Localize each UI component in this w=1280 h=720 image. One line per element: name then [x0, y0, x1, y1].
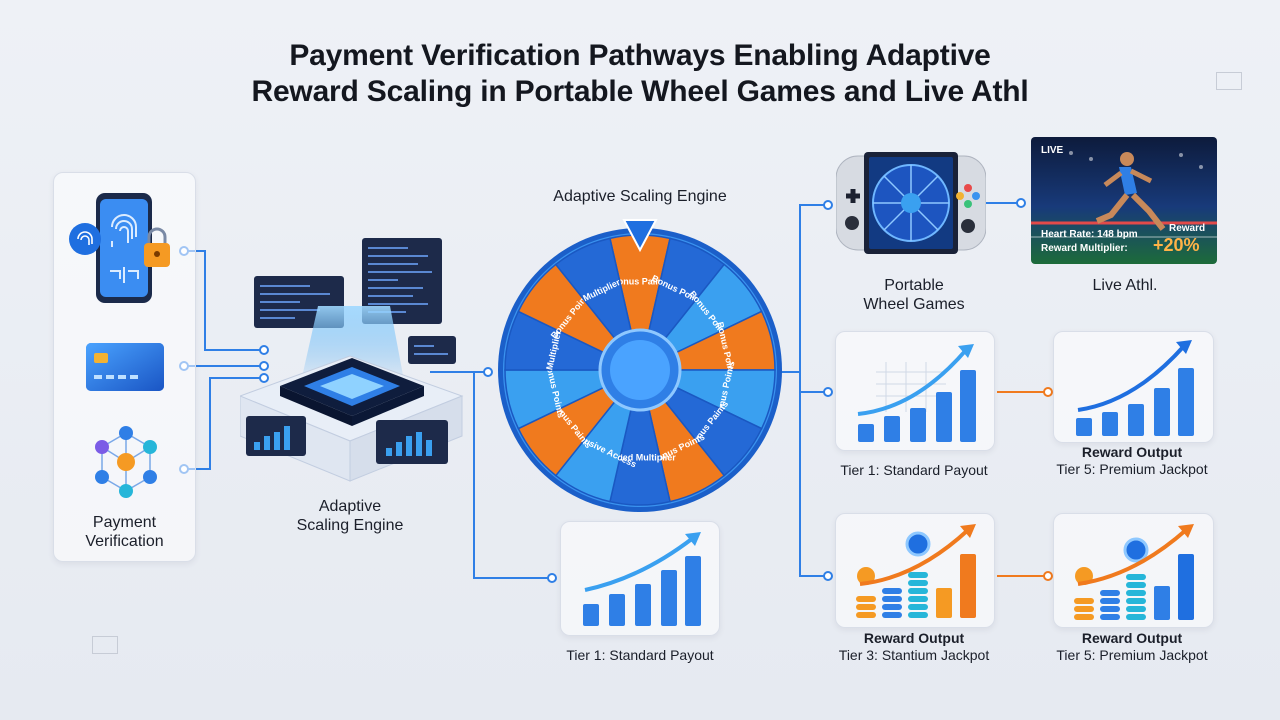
tier-label-mid-right: Reward Output Tier 5: Premium Jackpot: [1032, 444, 1232, 478]
crypto-network-icon: [95, 426, 157, 498]
live-athletics-card: LIVE Heart Rate: 148 bpm Reward Multipli…: [1031, 137, 1217, 264]
heart-rate-readout: Heart Rate: 148 bpm: [1041, 229, 1138, 240]
tier-card-mid-right: [1053, 331, 1214, 443]
tier-bottom-right-line-1: Reward Output: [1081, 630, 1183, 646]
wheel-segment-label: Bonus Paints: [611, 276, 669, 286]
coin-growth-chart: [1074, 524, 1194, 620]
tier-bottom-left-line-1: Reward Output: [863, 630, 965, 646]
tier-card-mid-left: [835, 331, 995, 451]
tier-bottom-right-line-2: Tier 5: Premium Jackpot: [1056, 647, 1208, 663]
title-line-2: Reward Scaling in Portable Wheel Games a…: [251, 75, 1029, 108]
coin-growth-chart: [856, 524, 976, 618]
tier-mid-right-line-1: Reward Output: [1081, 444, 1183, 460]
engine-left-line-2: Scaling Engine: [296, 517, 404, 534]
wheel-heading: Adaptive Scaling Engine: [553, 188, 727, 205]
live-tag: LIVE: [1041, 145, 1064, 156]
tier-card-bottom-left: [835, 513, 995, 628]
payment-verification-panel: Payment Verification: [53, 172, 196, 562]
tier-bottom-left-line-2: Tier 3: Stantium Jackpot: [838, 647, 990, 663]
payment-label-line-2: Verification: [85, 533, 164, 550]
corner-frame-bottom-left: [92, 636, 118, 654]
portable-line-2: Wheel Games: [863, 296, 965, 313]
tier-card-bottom-right: [1053, 513, 1214, 628]
wheel-segment-label: Scaled Multiplier: [604, 452, 676, 462]
tier-mid-right-line-2: Tier 5: Premium Jackpot: [1056, 461, 1208, 477]
live-athletics-label: Live Athl.: [1092, 277, 1158, 294]
handheld-console-icon: [836, 152, 986, 254]
reward-multiplier-readout: Reward Multiplier:: [1041, 243, 1128, 254]
tier-label-bottom-left: Reward Output Tier 3: Stantium Jackpot: [814, 630, 1014, 664]
tier-label-center-bottom: Tier 1: Standard Payout: [566, 647, 714, 663]
reward-tag: Reward: [1169, 223, 1206, 234]
fingerprint-phone-icon: [69, 193, 170, 303]
engine-left-line-1: Adaptive: [318, 498, 382, 515]
wheel-pointer-icon: [622, 219, 658, 252]
tier-label-mid-left: Tier 1: Standard Payout: [840, 462, 988, 478]
scaling-engine-chip-illustration: [240, 238, 464, 482]
title-line-1: Payment Verification Pathways Enabling A…: [289, 39, 991, 72]
tier-label-bottom-right: Reward Output Tier 5: Premium Jackpot: [1032, 630, 1232, 664]
credit-card-icon: [86, 343, 164, 391]
portable-line-1: Portable: [884, 277, 944, 294]
tier-card-center-bottom: [560, 521, 720, 636]
portable-wheel-games-label: Portable Wheel Games: [834, 276, 994, 314]
tier-growth-chart: [1076, 340, 1194, 436]
payment-verification-label: Payment Verification: [54, 513, 195, 551]
scaling-engine-left-label: Adaptive Scaling Engine: [270, 497, 430, 535]
page-title: Payment Verification Pathways Enabling A…: [140, 38, 1140, 110]
corner-frame-top-right: [1216, 72, 1242, 90]
tier-growth-chart: [857, 344, 976, 442]
payment-label-line-1: Payment: [92, 514, 157, 531]
runner-icon: [1031, 151, 1217, 238]
tier-growth-chart: [583, 532, 701, 626]
reward-boost: +20%: [1153, 235, 1200, 255]
